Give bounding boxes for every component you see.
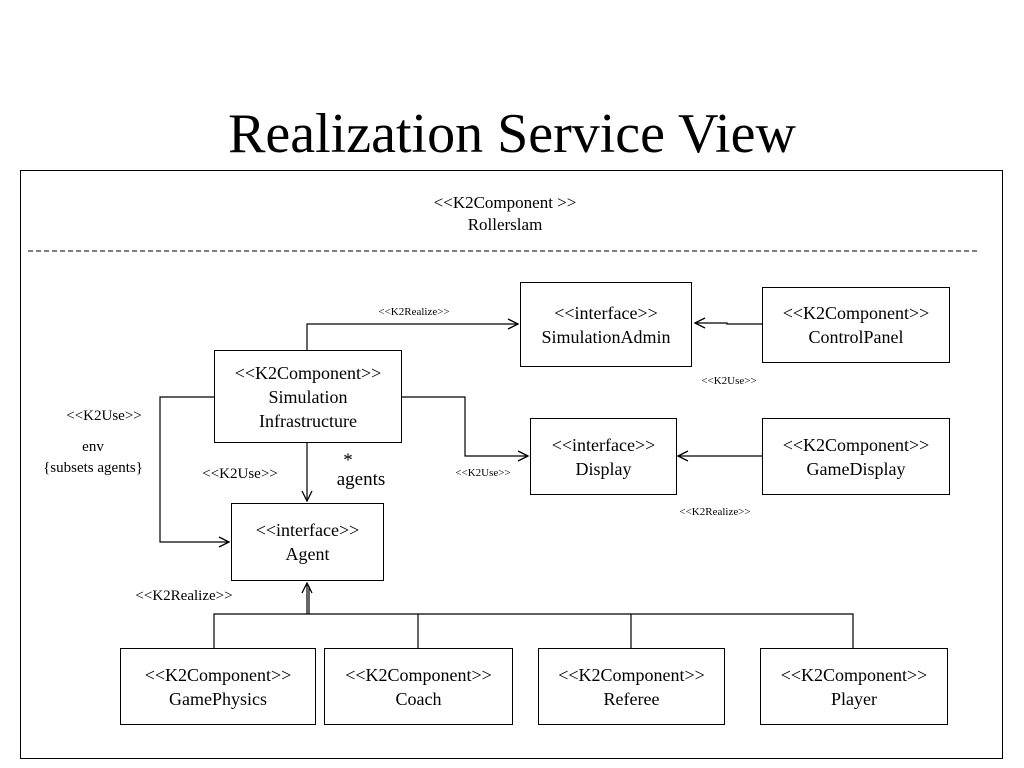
coach-box: <<K2Component>> Coach xyxy=(324,648,513,725)
coach-stereotype: <<K2Component>> xyxy=(345,664,492,685)
control-panel-name: ControlPanel xyxy=(808,327,904,347)
page-title: Realization Service View xyxy=(228,103,796,165)
referee-box: <<K2Component>> Referee xyxy=(538,648,725,725)
edge-controlpanel-to-admin xyxy=(695,323,762,324)
label-infra-to-display: <<K2Use>> xyxy=(455,467,511,479)
game-physics-stereotype: <<K2Component>> xyxy=(144,664,292,685)
simulation-admin-name: SimulationAdmin xyxy=(541,326,671,347)
agent-name: Agent xyxy=(285,544,330,564)
label-gamedisplay-to-display: <<K2Realize>> xyxy=(679,506,751,518)
simulation-admin-stereotype: <<interface>> xyxy=(554,302,658,323)
simulation-infrastructure-name-line1: Simulation xyxy=(268,386,348,407)
simulation-infrastructure-box: <<K2Component>> Simulation Infrastructur… xyxy=(214,350,402,443)
referee-stereotype: <<K2Component>> xyxy=(558,664,705,685)
edge-infra-to-admin xyxy=(306,324,518,350)
edge-realize-tree xyxy=(213,613,854,648)
player-stereotype: <<K2Component>> xyxy=(780,664,928,685)
game-physics-box: <<K2Component>> GamePhysics xyxy=(120,648,316,725)
label-agent-realize: <<K2Realize>> xyxy=(135,588,233,604)
container-name: Rollerslam xyxy=(467,215,543,234)
display-stereotype: <<interface>> xyxy=(551,434,656,455)
rollerslam-container xyxy=(20,170,1003,759)
simulation-infrastructure-stereotype: <<K2Component>> xyxy=(234,362,382,383)
edge-env-to-agent xyxy=(159,396,229,542)
game-display-stereotype: <<K2Component>> xyxy=(782,434,930,455)
agent-box: <<interface>> Agent xyxy=(231,503,384,581)
agent-stereotype: <<interface>> xyxy=(255,520,360,540)
display-name: Display xyxy=(575,458,632,479)
game-physics-name: GamePhysics xyxy=(169,688,267,709)
control-panel-stereotype: <<K2Component>> xyxy=(782,303,930,323)
label-infra-to-agent: <<K2Use>> xyxy=(202,466,278,482)
label-agents-role: agents xyxy=(336,469,386,490)
player-box: <<K2Component>> Player xyxy=(760,648,948,725)
game-display-name: GameDisplay xyxy=(806,458,906,479)
simulation-infrastructure-name-line2: Infrastructure xyxy=(259,410,357,431)
simulation-admin-box: <<interface>> SimulationAdmin xyxy=(520,282,692,367)
referee-name: Referee xyxy=(603,688,660,709)
label-env-constraint: {subsets agents} xyxy=(43,460,143,476)
edge-infra-to-display xyxy=(401,396,528,456)
label-env-use: <<K2Use>> xyxy=(66,408,142,424)
control-panel-box: <<K2Component>> ControlPanel xyxy=(762,287,950,363)
game-display-box: <<K2Component>> GameDisplay xyxy=(762,418,950,495)
coach-name: Coach xyxy=(395,688,442,709)
label-infra-to-admin: <<K2Realize>> xyxy=(378,306,450,318)
label-controlpanel-to-admin: <<K2Use>> xyxy=(701,375,757,387)
label-agents-multiplicity: * xyxy=(343,450,353,471)
display-box: <<interface>> Display xyxy=(530,418,677,495)
player-name: Player xyxy=(831,688,877,709)
container-stereotype: <<K2Component >> xyxy=(433,193,577,212)
label-env-role: env xyxy=(82,439,104,455)
